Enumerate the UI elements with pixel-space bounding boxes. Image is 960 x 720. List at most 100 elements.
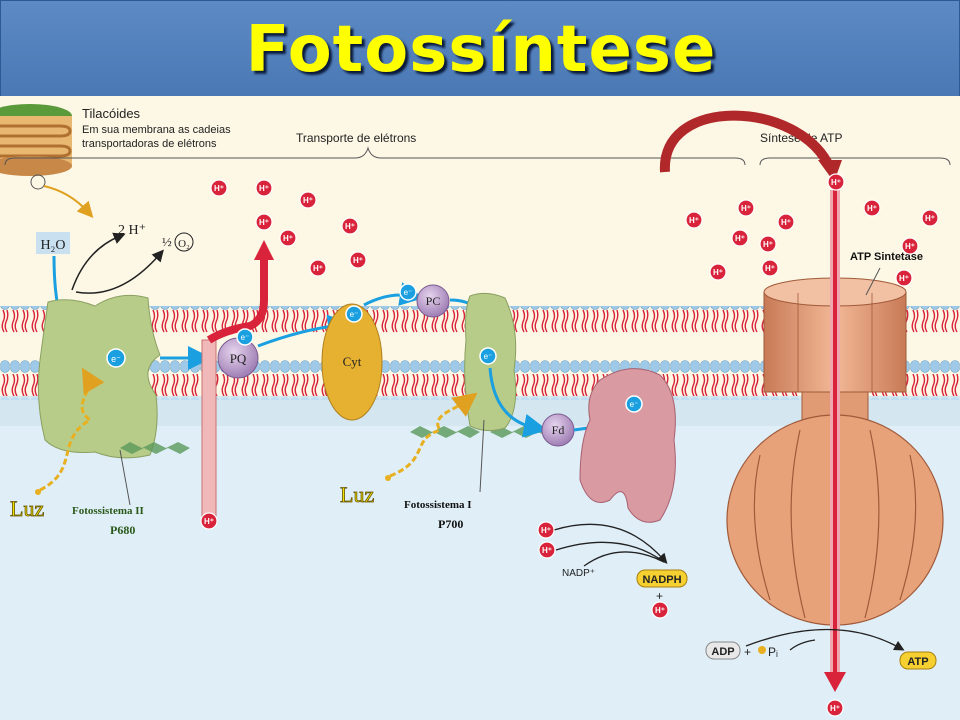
page-title: Fotossíntese: [245, 13, 717, 87]
plastocyanin: [416, 284, 450, 318]
svg-text:e⁻: e⁻: [404, 288, 413, 297]
proton-label: H⁺: [765, 264, 775, 273]
light-wave-ps2: [39, 367, 105, 492]
proton-marker: [827, 173, 845, 191]
half-label: ½: [162, 234, 172, 249]
nadph-label: NADPH: [642, 574, 681, 586]
proton-marker: [777, 213, 795, 231]
ps1-code: P700: [438, 517, 463, 531]
proton-label: H⁺: [259, 218, 269, 227]
thylakoid-stack-icon: [0, 104, 94, 218]
proton-label: H⁺: [214, 184, 224, 193]
proton-label: H⁺: [541, 526, 551, 535]
proton-label: H⁺: [689, 216, 699, 225]
nadph-plus: +: [656, 589, 663, 603]
transport-bracket: [4, 146, 746, 166]
adp-badge: [705, 641, 741, 660]
light-wave-ps1: [389, 392, 478, 478]
membrane-caption-1: Em sua membrana as cadeias: [82, 124, 231, 136]
membrane-caption-2: transportadoras de elétrons: [82, 138, 217, 150]
nadp-label: NADP⁺: [562, 568, 595, 579]
h2o-label: H₂O: [40, 238, 65, 253]
proton-label: H⁺: [345, 222, 355, 231]
proton-label: H⁺: [259, 184, 269, 193]
proton-marker: [309, 259, 327, 277]
proton-label: H⁺: [204, 517, 214, 526]
pq-label: PQ: [230, 351, 247, 366]
atp-sintetase-label: ATP Sintetase: [850, 251, 923, 263]
pi-label: Pᵢ: [768, 645, 778, 659]
luz-label-ps2: Luz: [10, 496, 44, 521]
proton-marker: [538, 541, 556, 559]
photosynthesis-diagram: Tilacóides Em sua membrana as cadeias tr…: [0, 96, 960, 720]
svg-text:e⁻: e⁻: [350, 310, 359, 319]
proton-marker: [537, 521, 555, 539]
proton-marker: [299, 191, 317, 209]
proton-marker: [341, 217, 359, 235]
proton-channel: [201, 339, 217, 521]
photosystem-ii: [37, 294, 161, 459]
proton-label: H⁺: [313, 264, 323, 273]
proton-marker: [731, 229, 749, 247]
ps2-code: P680: [110, 523, 135, 537]
svg-text:+: +: [744, 645, 751, 659]
synthesis-bracket: [759, 157, 951, 166]
svg-text:e⁻: e⁻: [241, 333, 250, 342]
o2-label: O₂: [178, 238, 190, 250]
proton-marker: [895, 269, 913, 287]
proton-label: H⁺: [899, 274, 909, 283]
adp-label: ADP: [711, 646, 734, 658]
nadph-badge: [636, 569, 688, 588]
electron-ps2: [106, 348, 126, 368]
o2-circle: [174, 232, 194, 252]
ps1-name: Fotossistema I: [404, 499, 472, 511]
proton-label: H⁺: [763, 240, 773, 249]
proton-label: H⁺: [353, 256, 363, 265]
tilacoides-label: Tilacóides: [82, 106, 141, 121]
proton-marker: [210, 179, 228, 197]
proton-label: H⁺: [713, 268, 723, 277]
proton-label: H⁺: [925, 214, 935, 223]
atp-label: ATP: [907, 656, 928, 668]
proton-label: H⁺: [303, 196, 313, 205]
pc-label: PC: [426, 294, 441, 308]
proton-marker: [685, 211, 703, 229]
proton-marker: [651, 601, 669, 619]
cytochrome: [321, 303, 383, 421]
cyt-label: Cyt: [343, 354, 362, 369]
proton-group: H⁺ H⁺ H⁺ H⁺ H⁺ H⁺ H⁺ H⁺ H⁺ H⁺ H⁺ H⁺ H⁺ H⁺ H⁺ H⁺ H⁺ H⁺ H⁺ H⁺…: [200, 173, 939, 717]
svg-text:e⁻: e⁻: [630, 400, 639, 409]
proton-marker: [759, 235, 777, 253]
svg-text:e⁻: e⁻: [111, 354, 121, 364]
proton-marker: [901, 237, 919, 255]
proton-marker: [921, 209, 939, 227]
fd-label: Fd: [552, 423, 565, 437]
luz-label-ps1: Luz: [340, 482, 374, 507]
proton-marker: [255, 213, 273, 231]
synthesis-curved-arrow: [659, 110, 835, 173]
proton-marker: [255, 179, 273, 197]
proton-label: H⁺: [781, 218, 791, 227]
proton-label: H⁺: [735, 234, 745, 243]
proton-label: H⁺: [542, 546, 552, 555]
proton-marker: [279, 229, 297, 247]
proton-label: H⁺: [283, 234, 293, 243]
proton-label: H⁺: [905, 242, 915, 251]
proton-marker: [709, 263, 727, 281]
proton-marker: [826, 699, 844, 717]
proton-label: H⁺: [741, 204, 751, 213]
ferredoxin-nadp-reductase: [579, 368, 676, 523]
h2o-box: [36, 232, 70, 254]
proton-label: H⁺: [830, 704, 840, 713]
proton-marker: [863, 199, 881, 217]
proton-marker: [349, 251, 367, 269]
ps2-name: Fotossistema II: [72, 505, 144, 517]
proton-marker: [737, 199, 755, 217]
transport-label: Transporte de elétrons: [296, 131, 416, 145]
atp-badge: [899, 651, 937, 670]
two-protons-label: 2 H⁺: [118, 223, 146, 238]
proton-marker: [761, 259, 779, 277]
proton-pump-arrow: [206, 258, 268, 344]
proton-marker: [200, 512, 218, 530]
proton-label: H⁺: [655, 606, 665, 615]
